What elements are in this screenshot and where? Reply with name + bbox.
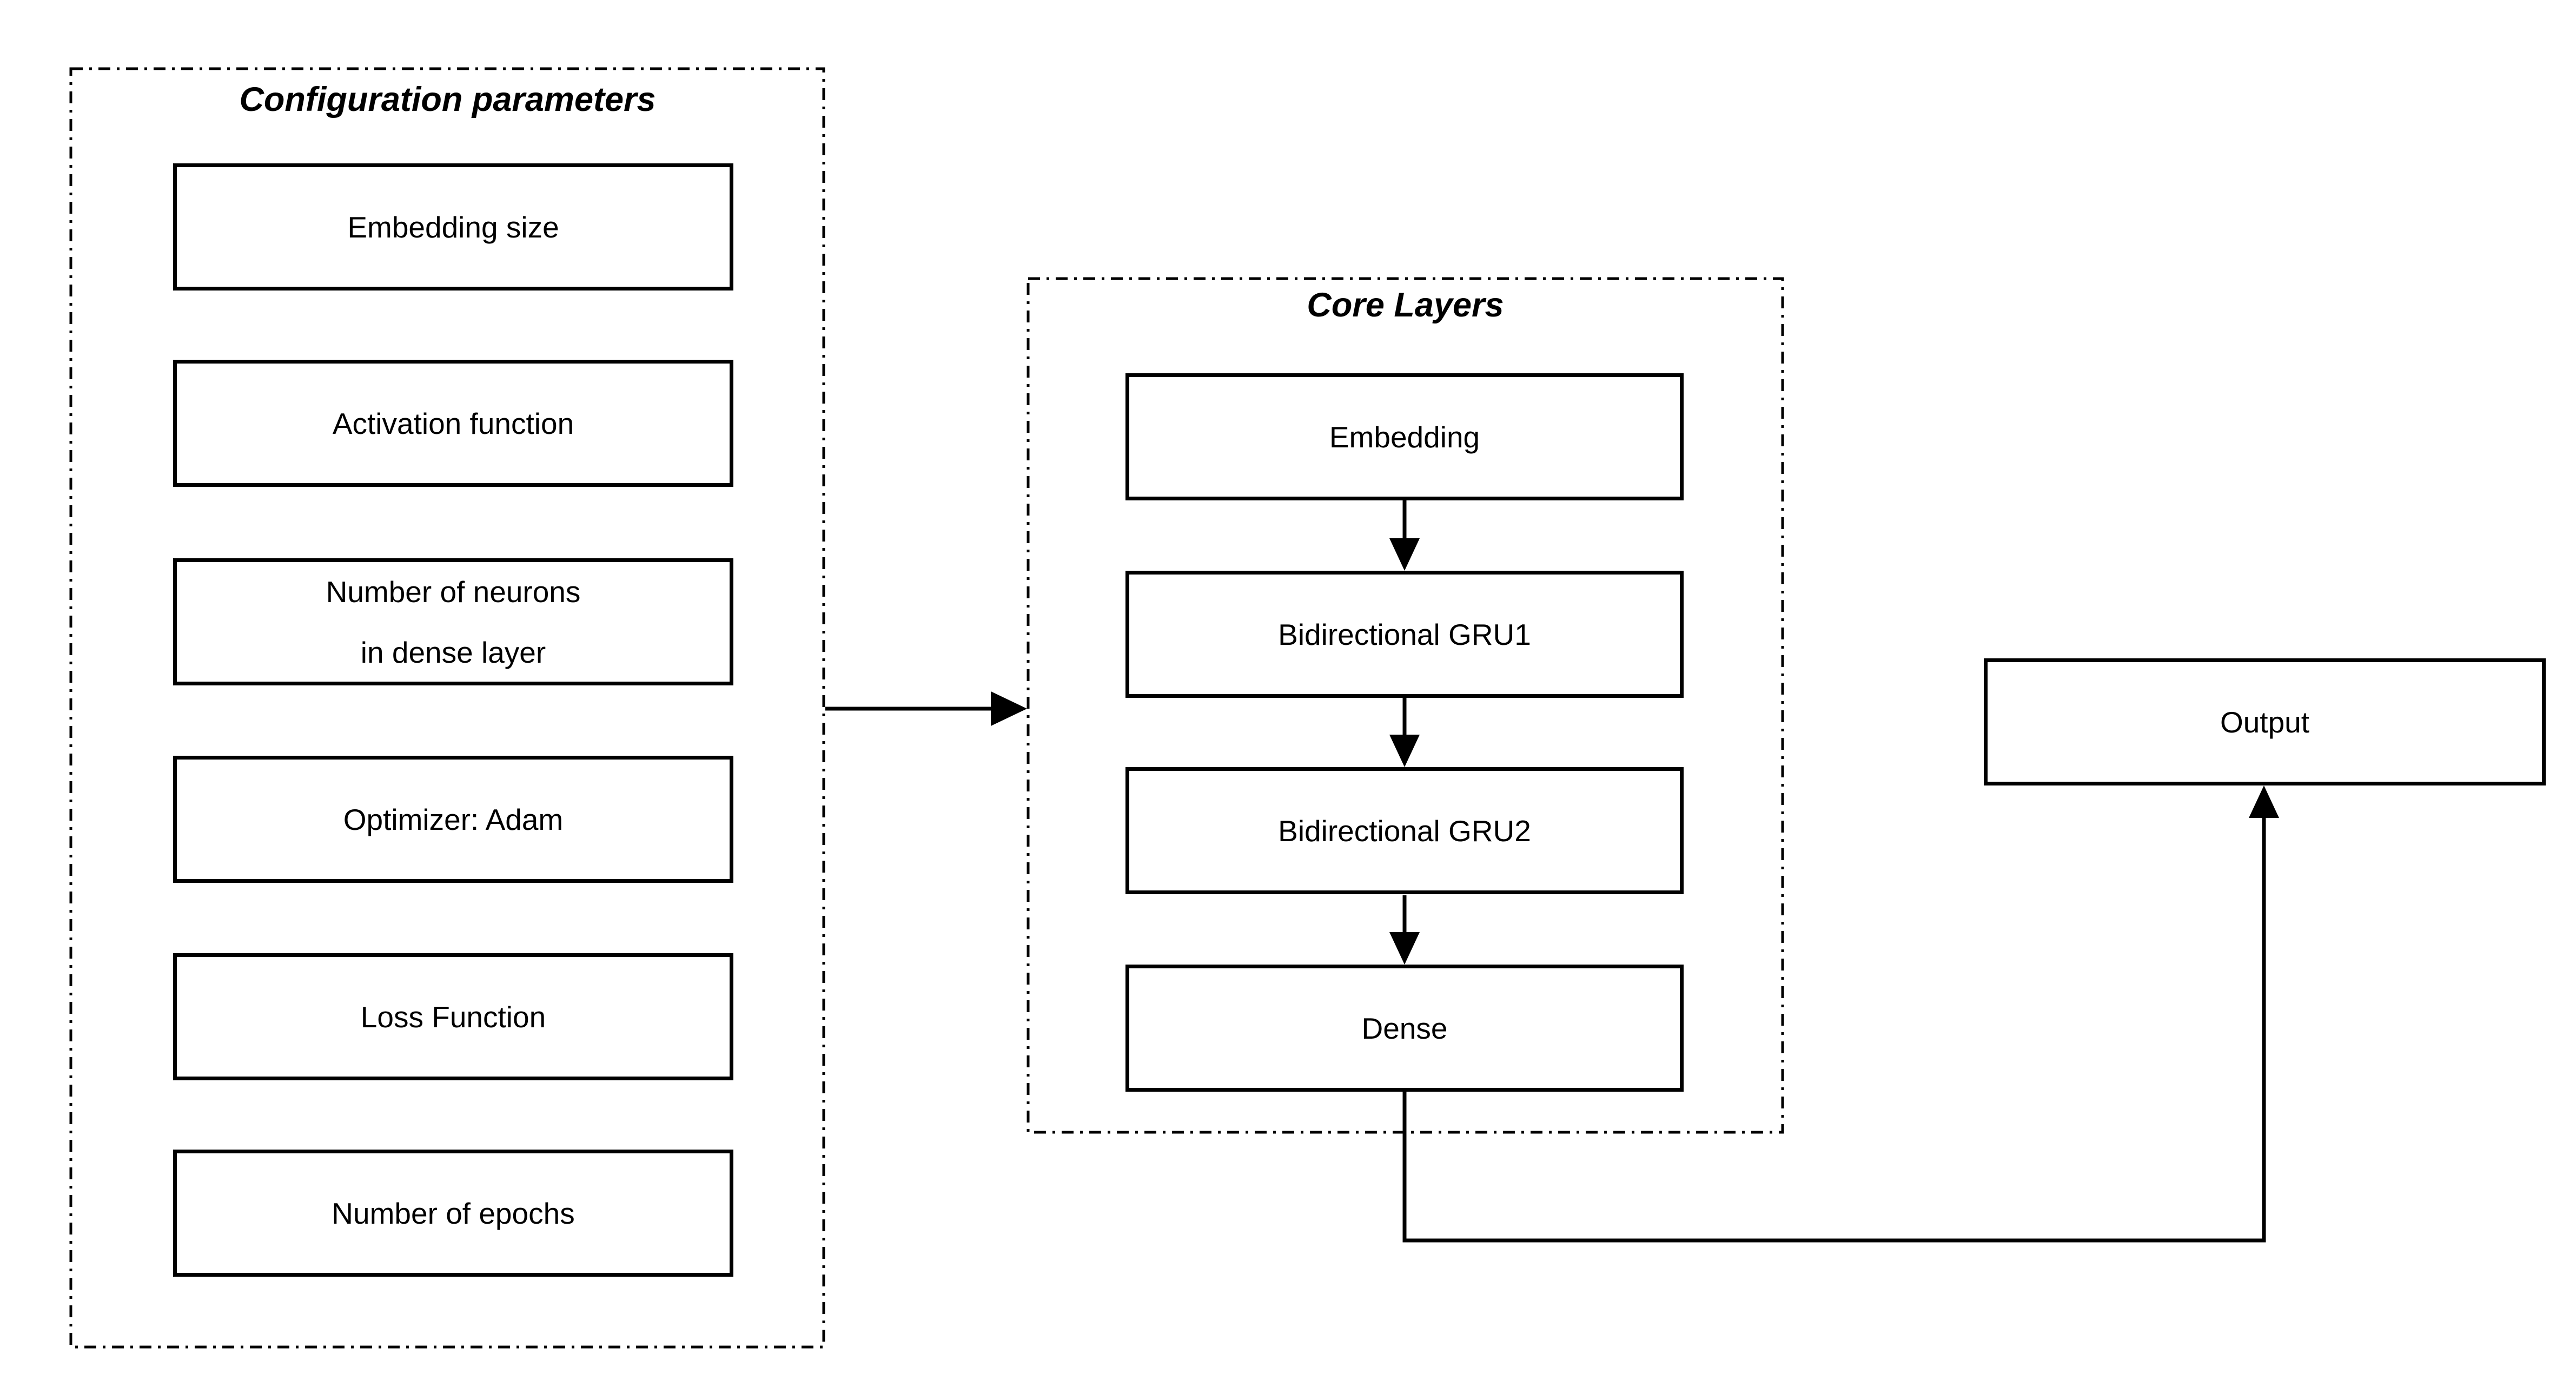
config-box-loss-function-label: Loss Function <box>360 1000 546 1034</box>
core-panel-title: Core Layers <box>1307 286 1504 324</box>
arrow-gru1-to-gru2-head <box>1389 735 1420 767</box>
core-box-bidirectional-gru2-label: Bidirectional GRU2 <box>1278 814 1531 848</box>
config-box-activation-function-label: Activation function <box>332 406 574 440</box>
output-box: Output <box>1984 658 2546 785</box>
config-panel-border <box>69 67 825 1349</box>
core-box-bidirectional-gru2: Bidirectional GRU2 <box>1125 767 1684 894</box>
config-box-number-of-neurons: Number of neurons in dense layer <box>173 558 733 685</box>
connector-dense-to-output-head <box>2249 785 2279 818</box>
core-box-dense-label: Dense <box>1361 1011 1448 1045</box>
config-box-number-of-epochs-label: Number of epochs <box>332 1196 575 1230</box>
config-box-optimizer: Optimizer: Adam <box>173 756 733 883</box>
core-box-embedding: Embedding <box>1125 373 1684 500</box>
core-panel-border <box>1027 277 1784 1134</box>
connector-dense-to-output-line <box>1402 816 2266 1243</box>
core-box-bidirectional-gru1: Bidirectional GRU1 <box>1125 571 1684 698</box>
core-box-bidirectional-gru1-label: Bidirectional GRU1 <box>1278 617 1531 651</box>
config-box-number-of-epochs: Number of epochs <box>173 1150 733 1277</box>
config-box-number-of-neurons-label-line2: in dense layer <box>360 635 546 669</box>
core-box-embedding-label: Embedding <box>1329 420 1480 454</box>
config-box-activation-function: Activation function <box>173 360 733 487</box>
arrow-config-to-core-head <box>991 691 1027 726</box>
arrow-embedding-to-gru1-head <box>1389 538 1420 571</box>
config-box-loss-function: Loss Function <box>173 953 733 1080</box>
core-box-dense: Dense <box>1125 965 1684 1092</box>
config-box-number-of-neurons-label-line1: Number of neurons <box>326 575 581 609</box>
config-box-embedding-size: Embedding size <box>173 163 733 291</box>
config-box-optimizer-label: Optimizer: Adam <box>343 802 564 836</box>
arrow-gru2-to-dense-head <box>1389 932 1420 965</box>
output-box-label: Output <box>2220 705 2310 739</box>
config-panel-title: Configuration parameters <box>239 81 656 118</box>
config-box-embedding-size-label: Embedding size <box>347 210 559 244</box>
